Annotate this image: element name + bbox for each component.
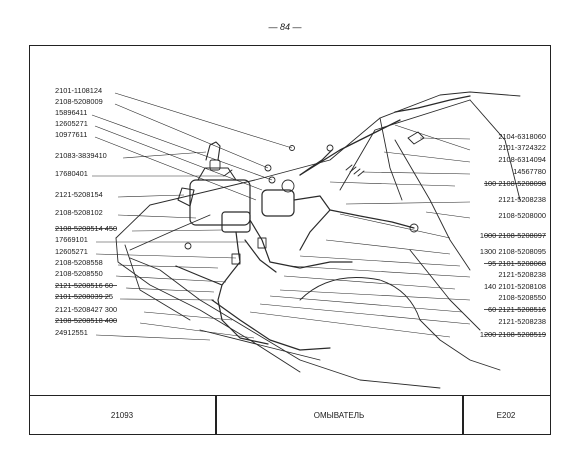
section-title: ОМЫВАТЕЛЬ [313,411,365,420]
sheet-code: E202 [496,411,516,420]
part-label: 2121-5208427 300 [55,305,117,314]
fitting-mid [257,237,267,249]
hose-2 [249,219,353,269]
part-label: 2108-5208009 [55,97,103,106]
part-label: 2101-1108124 [55,86,102,95]
part-label: 2108-5208550 [498,293,546,302]
part-label: 17669101 [55,235,88,244]
strike-marks-right [484,183,546,335]
door-line [409,249,481,331]
title-block-divider [462,396,464,434]
hood-edge [339,99,471,191]
part-label: 12605271 [55,119,88,128]
rear-tube [299,119,401,176]
page-number: — 84 — [268,22,302,32]
bolt-small [264,164,272,172]
part-label: 1300 2108-5208095 [480,247,546,256]
part-label: 2108-5208550 [55,269,103,278]
body-side [129,257,441,389]
hose-3 [244,239,277,273]
part-label: 15896411 [55,108,87,117]
windshield-line [379,117,403,201]
model-number: 21093 [110,411,134,420]
title-block-divider [215,396,217,434]
hose-upper [299,149,333,176]
part-label: 140 2101-5208108 [484,282,546,291]
left-label-group: 2101-1108124 2108-5208009 15896411 12605… [55,86,117,337]
part-label: 21083-3839410 [55,151,107,160]
spring-clip [345,164,365,177]
long-washer-tube [394,95,471,113]
bumper-line [129,214,211,251]
washer-reservoir [189,179,251,226]
title-block: 21093 ОМЫВАТЕЛЬ E202 [29,395,551,435]
fitting-low [231,253,241,265]
nozzle-right [409,223,419,233]
part-label: 17680401 [55,169,88,178]
pump-unit [221,211,251,233]
small-screw [223,169,233,177]
hose-main [217,231,269,345]
part-label: 10977611 [55,130,87,139]
body-rear [419,319,501,371]
part-label: 2108-5208558 [55,258,103,267]
part-label: 2121-5208238 [498,195,546,204]
part-label: 2121-5208238 [498,270,546,279]
bracket [177,187,195,207]
part-label: 2101-3724322 [498,143,546,152]
hose-headlamp [175,265,223,286]
fitting-top [326,144,334,152]
part-label: 2121-5208238 [498,317,546,326]
grille [124,244,191,321]
bolt-small-3 [289,145,295,151]
filler-neck [205,141,221,161]
pump-motor [261,189,295,217]
part-label: 12605271 [55,247,88,256]
leader-lines-right [249,124,471,338]
hose-to-nozzle [329,209,415,229]
wheel-arch [299,277,421,321]
part-label: 2108-6314094 [498,155,546,164]
bolt-small-2 [268,176,276,184]
part-label: 14567780 [513,167,546,176]
hose-low [211,299,331,351]
windshield-frame [394,139,471,271]
hood-outline [115,91,521,239]
sill-line [199,329,321,361]
fender-front [115,237,301,373]
part-label: 2108-5208000 [498,211,546,220]
hose-4 [293,195,331,251]
drawing-frame [29,45,551,435]
a-pillar [469,99,521,201]
part-label: 24912551 [55,328,88,337]
part-label: 2104-6318060 [498,132,546,141]
part-label: 2108-5208102 [55,208,103,217]
bolt-small-4 [184,242,192,250]
leader-lines-left [91,92,293,341]
strike-marks-left [55,228,117,321]
part-label: 2121-5208154 [55,190,103,199]
